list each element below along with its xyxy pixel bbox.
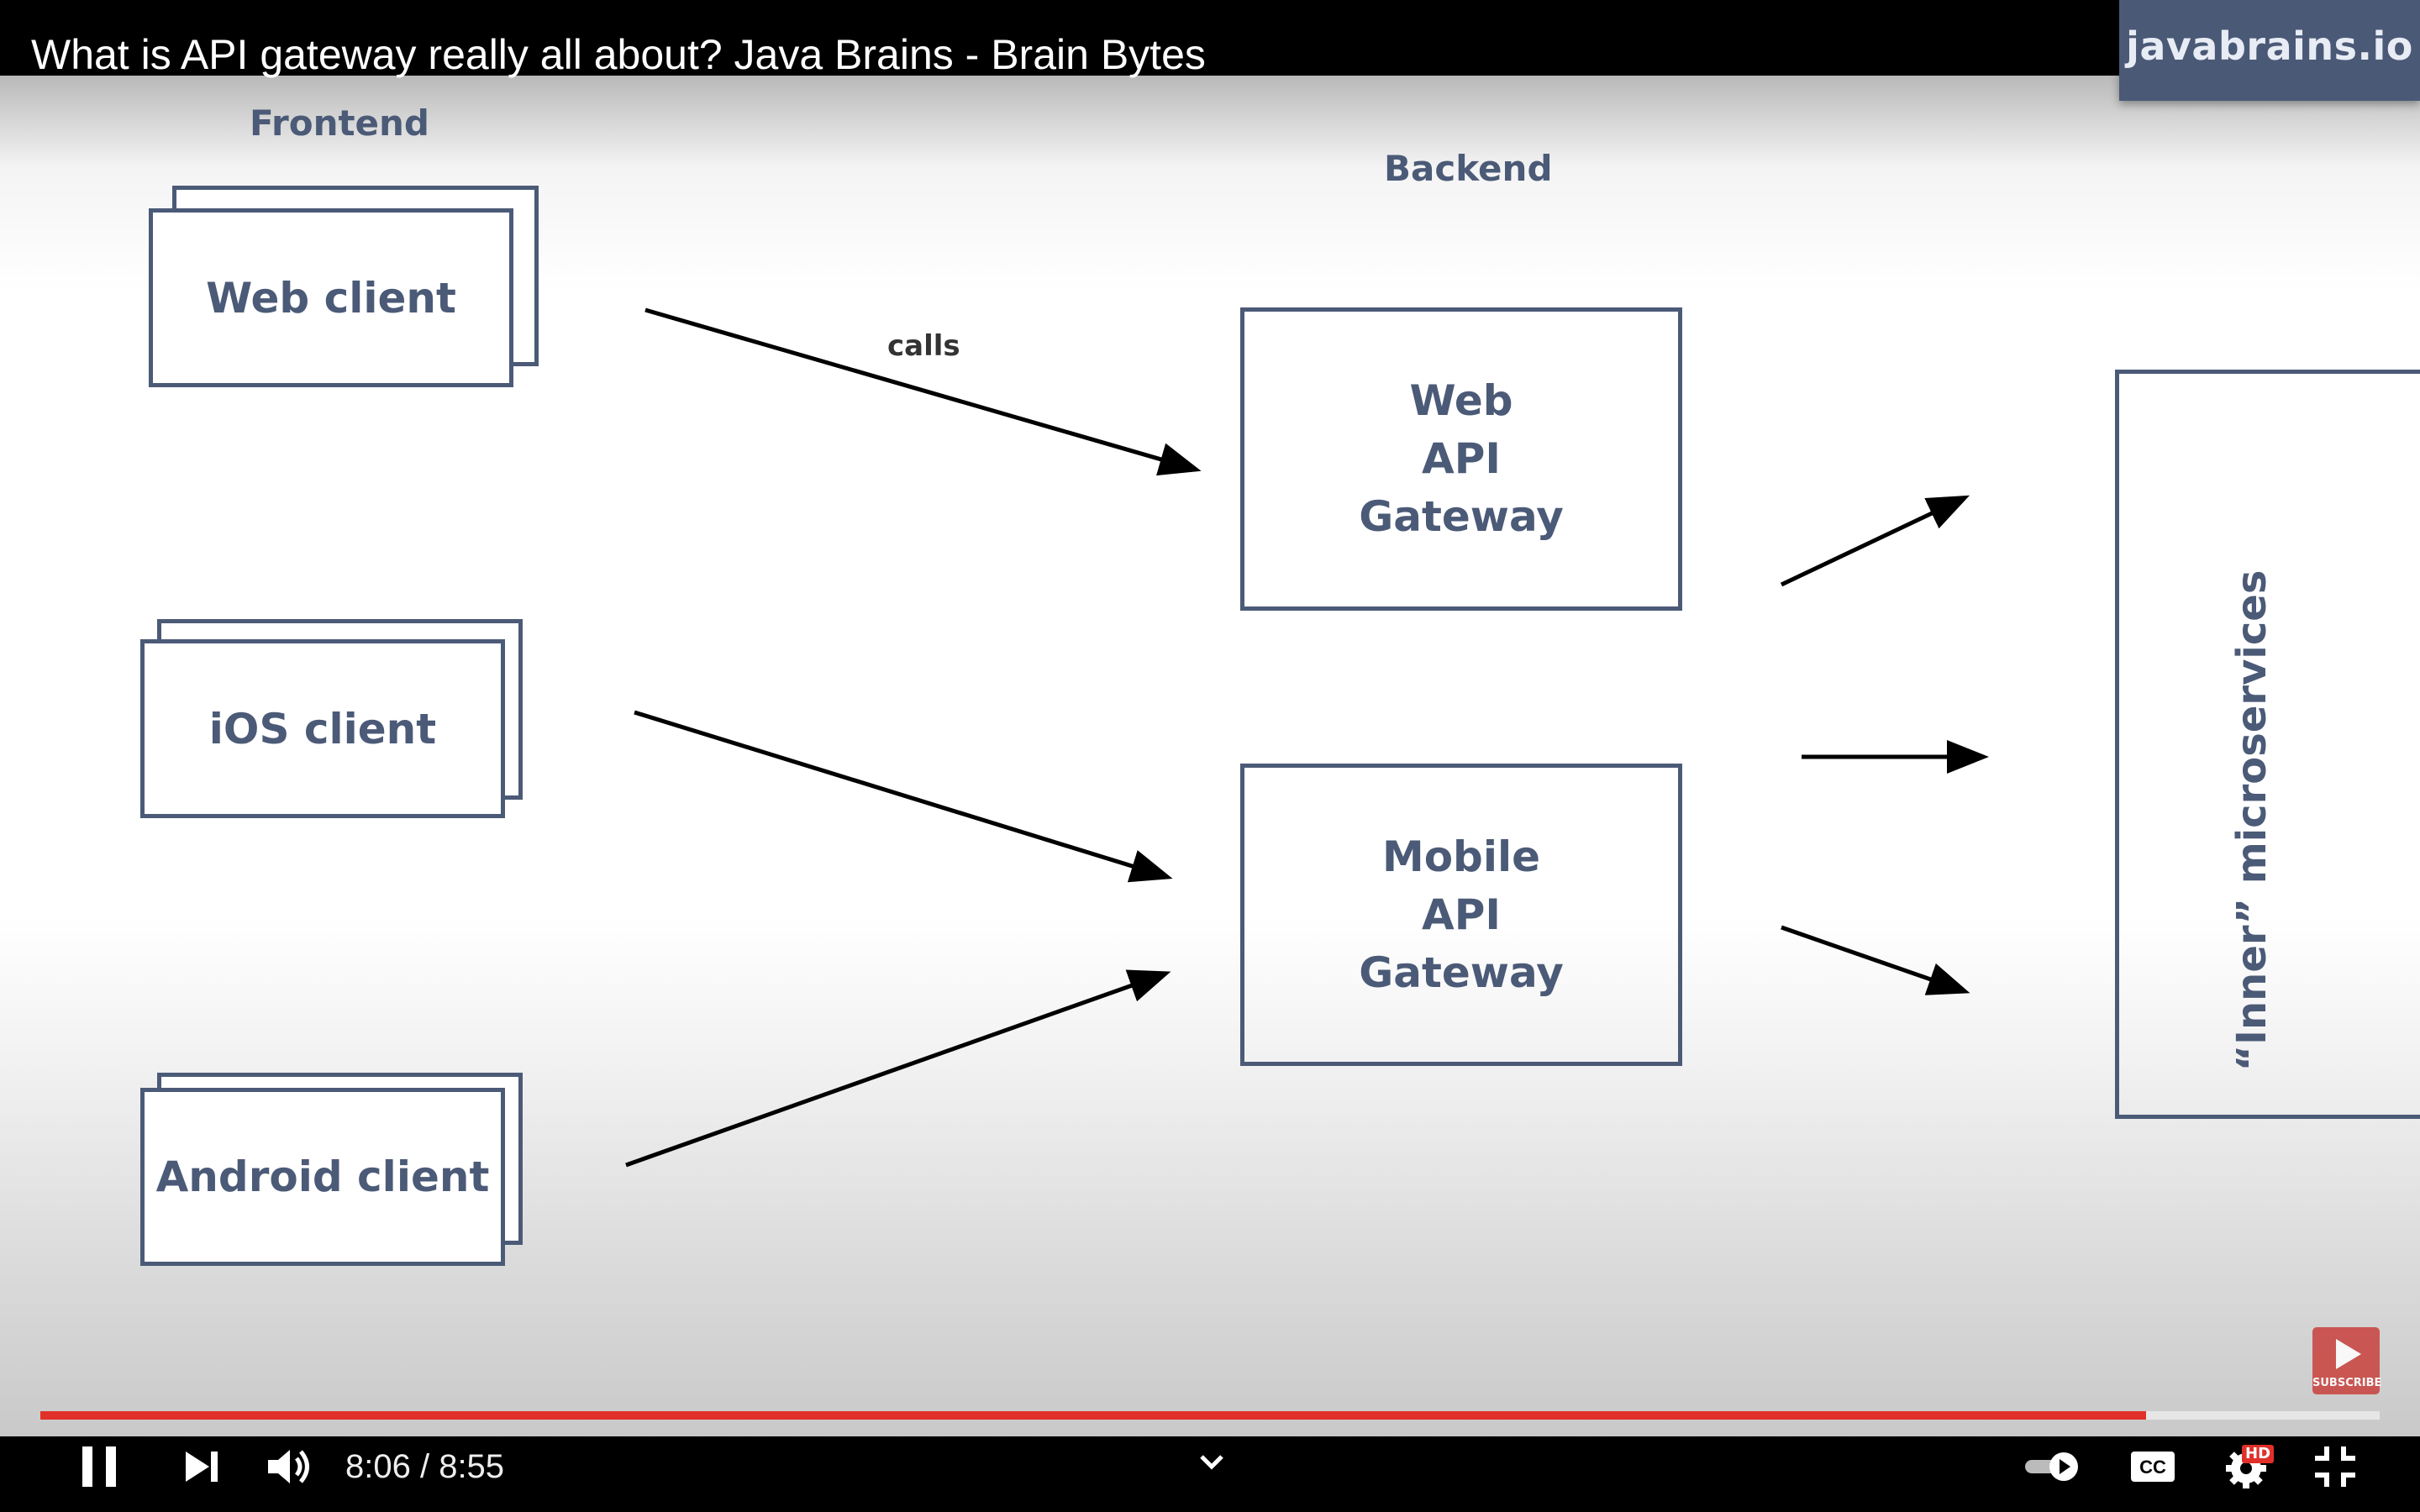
ios-client-label: iOS client xyxy=(208,704,437,753)
inner-microservices-box xyxy=(2115,370,2420,1119)
channel-watermark[interactable]: javabrains.io xyxy=(2119,0,2420,101)
control-bar xyxy=(0,1436,2420,1512)
mobile-gateway-line-1: Mobile xyxy=(1381,832,1541,881)
hd-badge: HD xyxy=(2242,1445,2275,1463)
play-icon xyxy=(2336,1339,2361,1369)
autoplay-toggle-icon[interactable] xyxy=(2022,1440,2084,1494)
mobile-gateway-line-2: API xyxy=(1422,890,1501,939)
progress-fill xyxy=(40,1411,2146,1420)
top-bar: What is API gateway really all about? Ja… xyxy=(0,0,2420,78)
web-api-gateway-box: Web API Gateway xyxy=(1240,307,1682,611)
web-gateway-line-2: API xyxy=(1422,434,1501,483)
web-gateway-line-3: Gateway xyxy=(1359,492,1564,541)
android-client-label: Android client xyxy=(155,1152,490,1201)
backend-label: Backend xyxy=(1384,148,1553,189)
pause-icon[interactable] xyxy=(72,1440,126,1494)
progress-bar[interactable] xyxy=(40,1411,2380,1420)
svg-text:CC: CC xyxy=(2139,1457,2166,1478)
arrow-android-client-to-mobile-gateway xyxy=(625,969,1171,1168)
video-frame[interactable]: Frontend Backend Web client iOS client A… xyxy=(0,76,2420,1436)
web-client-label: Web client xyxy=(206,273,456,323)
chevron-down-icon[interactable] xyxy=(1185,1436,1239,1490)
time-display: 8:06 / 8:55 xyxy=(345,1448,505,1485)
arrow-mobile-gateway-to-inner-lower xyxy=(1781,925,1970,995)
subscribe-button[interactable]: SUBSCRIBE xyxy=(2312,1327,2382,1394)
calls-label: calls xyxy=(887,329,960,363)
video-title[interactable]: What is API gateway really all about? Ja… xyxy=(31,31,1206,78)
frontend-label: Frontend xyxy=(250,102,429,144)
arrows xyxy=(625,307,1989,1168)
watermark-text: javabrains.io xyxy=(2126,24,2413,69)
arrow-web-gateway-to-inner xyxy=(1780,495,1970,587)
mobile-api-gateway-box: Mobile API Gateway xyxy=(1240,764,1682,1066)
captions-icon[interactable]: CC xyxy=(2126,1440,2180,1494)
arrow-ios-client-to-mobile-gateway xyxy=(634,710,1173,883)
web-gateway-line-1: Web xyxy=(1409,376,1513,425)
exit-fullscreen-icon[interactable] xyxy=(2308,1440,2362,1494)
mobile-gateway-line-3: Gateway xyxy=(1359,948,1564,997)
subscribe-label: SUBSCRIBE xyxy=(2312,1377,2382,1389)
arrow-web-client-to-web-gateway xyxy=(644,307,1202,476)
next-icon[interactable] xyxy=(174,1440,228,1494)
volume-icon[interactable] xyxy=(261,1440,315,1494)
